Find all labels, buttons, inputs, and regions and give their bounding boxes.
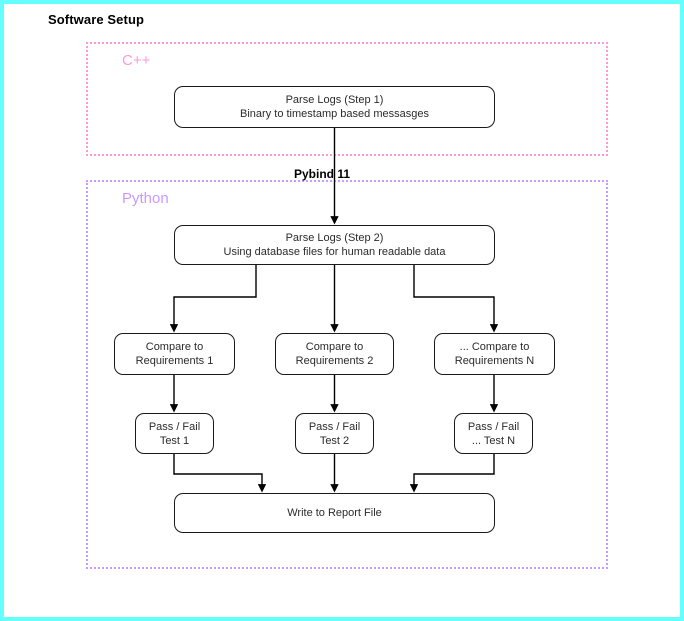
group-cpp [86, 42, 608, 156]
node-parse-logs-step2-line1: Parse Logs (Step 2) [285, 232, 384, 244]
node-pass-fail-test-1-line2: Test 1 [159, 434, 190, 447]
node-compare-requirements-n-line2: Requirements N [454, 355, 535, 367]
page-title: Software Setup [48, 12, 145, 27]
node-pass-fail-test-2-line1: Pass / Fail [308, 420, 361, 433]
node-parse-logs-step1[interactable]: Parse Logs (Step 1) Binary to timestamp … [174, 86, 495, 128]
node-compare-requirements-2[interactable]: Compare to Requirements 2 [275, 333, 394, 375]
node-compare-requirements-2-line1: Compare to [305, 341, 364, 353]
group-cpp-label: C++ [122, 52, 151, 69]
node-compare-requirements-n[interactable]: ... Compare to Requirements N [434, 333, 555, 375]
node-write-to-report-file[interactable]: Write to Report File [174, 493, 495, 533]
node-parse-logs-step1-line2: Binary to timestamp based messasges [240, 108, 429, 120]
node-parse-logs-step2-line2: Using database files for human readable … [223, 246, 446, 258]
node-compare-requirements-1-line1: Compare to [145, 341, 204, 353]
node-parse-logs-step1-line1: Parse Logs (Step 1) [285, 94, 384, 106]
node-pass-fail-test-1-line1: Pass / Fail [148, 420, 201, 433]
node-compare-requirements-n-line1: ... Compare to [459, 341, 530, 353]
group-python-label: Python [122, 190, 169, 207]
node-compare-requirements-1-line2: Requirements 1 [135, 355, 214, 367]
node-pass-fail-test-n[interactable]: Pass / Fail ... Test N [454, 413, 533, 454]
node-compare-requirements-1[interactable]: Compare to Requirements 1 [114, 333, 235, 375]
node-compare-requirements-2-line2: Requirements 2 [295, 355, 374, 367]
node-write-to-report-file-line1: Write to Report File [287, 507, 382, 519]
diagram-inner: Software Setup C++ Python Pybind 11 [4, 4, 680, 617]
node-pass-fail-test-1[interactable]: Pass / Fail Test 1 [135, 413, 214, 454]
group-python [86, 180, 608, 569]
node-pass-fail-test-2-line2: Test 2 [319, 434, 350, 447]
pybind-bridge-label: Pybind 11 [294, 167, 351, 181]
node-parse-logs-step2[interactable]: Parse Logs (Step 2) Using database files… [174, 225, 495, 265]
node-pass-fail-test-n-line1: Pass / Fail [467, 420, 520, 433]
node-pass-fail-test-2[interactable]: Pass / Fail Test 2 [295, 413, 374, 454]
node-pass-fail-test-n-line2: ... Test N [471, 434, 516, 447]
